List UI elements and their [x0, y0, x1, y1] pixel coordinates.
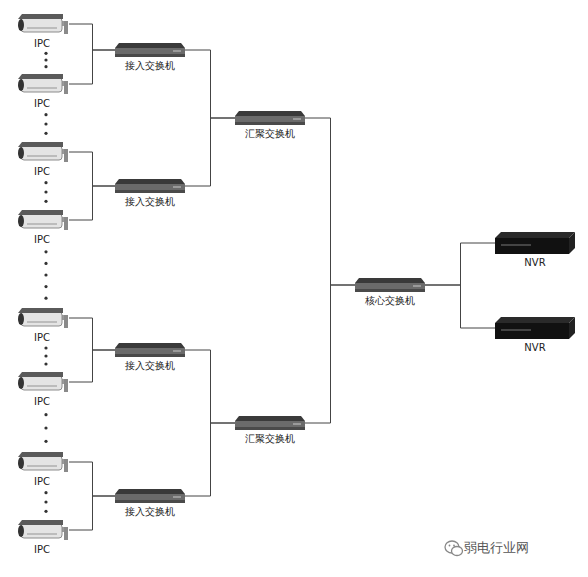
network-cable [185, 118, 235, 186]
watermark: 弱电行业网 [464, 539, 529, 557]
camera-icon [15, 370, 69, 394]
camera-icon [15, 72, 69, 96]
network-cable [69, 462, 115, 496]
node-label: IPC [34, 38, 50, 50]
camera-node: IPC [15, 450, 69, 488]
switch-node: 汇聚交换机 [235, 110, 305, 140]
switch-icon [115, 342, 185, 358]
network-cable [185, 350, 235, 423]
camera-icon [15, 140, 69, 164]
switch-icon [235, 110, 305, 126]
network-cable [305, 118, 355, 285]
nvr-node: NVR [495, 231, 575, 269]
camera-icon [15, 208, 69, 232]
switch-node: 汇聚交换机 [235, 415, 305, 445]
switch-node: 接入交换机 [115, 42, 185, 72]
node-label: IPC [34, 166, 50, 178]
node-label: 核心交换机 [365, 295, 415, 307]
camera-node: IPC [15, 306, 69, 344]
switch-icon [235, 415, 305, 431]
node-label: IPC [34, 98, 50, 110]
node-label: IPC [34, 396, 50, 408]
network-cable [69, 50, 115, 84]
ellipsis-dots [44, 52, 47, 513]
switch-node: 接入交换机 [115, 342, 185, 372]
switch-icon [115, 488, 185, 504]
wechat-icon [445, 541, 463, 556]
network-cable [69, 24, 115, 50]
network-cable [69, 152, 115, 186]
node-label: IPC [34, 476, 50, 488]
network-cable [69, 318, 115, 350]
switch-icon [115, 42, 185, 58]
camera-node: IPC [15, 208, 69, 246]
camera-icon [15, 518, 69, 542]
camera-icon [15, 12, 69, 36]
camera-icon [15, 450, 69, 474]
camera-node: IPC [15, 370, 69, 408]
network-cable [69, 186, 115, 220]
node-label: 汇聚交换机 [245, 433, 295, 445]
node-label: NVR [524, 342, 545, 354]
edge-group [69, 24, 495, 530]
node-label: IPC [34, 332, 50, 344]
camera-node: IPC [15, 518, 69, 556]
node-label: IPC [34, 544, 50, 556]
node-label: 接入交换机 [125, 60, 175, 72]
switch-node: 核心交换机 [355, 277, 425, 307]
nvr-node: NVR [495, 316, 575, 354]
network-cable [69, 350, 115, 382]
network-cable [305, 285, 355, 423]
node-label: 接入交换机 [125, 360, 175, 372]
node-label: IPC [34, 234, 50, 246]
switch-node: 接入交换机 [115, 178, 185, 208]
camera-node: IPC [15, 12, 69, 50]
network-cable [425, 285, 495, 328]
nvr-icon [495, 316, 575, 340]
camera-icon [15, 306, 69, 330]
network-cable [425, 243, 495, 285]
switch-icon [355, 277, 425, 293]
node-label: 接入交换机 [125, 196, 175, 208]
network-cable [69, 496, 115, 530]
network-cable [185, 423, 235, 496]
nvr-icon [495, 231, 575, 255]
switch-icon [115, 178, 185, 194]
node-label: 接入交换机 [125, 506, 175, 518]
node-label: 汇聚交换机 [245, 128, 295, 140]
camera-node: IPC [15, 72, 69, 110]
network-cable [185, 50, 235, 118]
node-label: NVR [524, 257, 545, 269]
camera-node: IPC [15, 140, 69, 178]
switch-node: 接入交换机 [115, 488, 185, 518]
